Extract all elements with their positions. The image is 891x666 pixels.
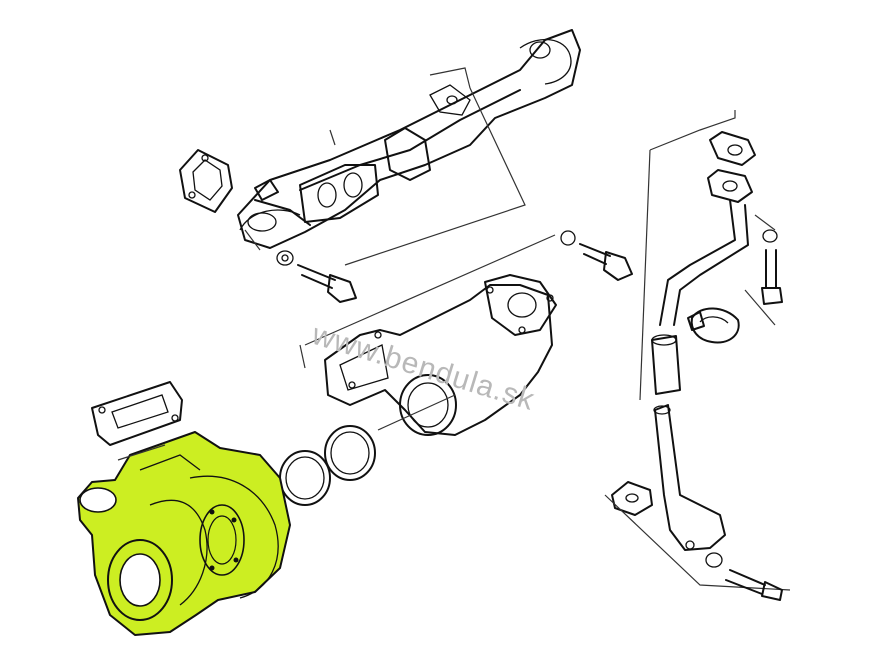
pipe-clamp bbox=[687, 307, 740, 344]
turbo-gasket bbox=[91, 381, 183, 446]
reference-lines-middle bbox=[299, 234, 556, 431]
pipe-bolt bbox=[705, 229, 783, 601]
oil-pipe bbox=[611, 131, 756, 551]
exhaust-manifold bbox=[237, 29, 581, 249]
reference-lines-right bbox=[604, 110, 791, 591]
manifold-gasket bbox=[179, 149, 233, 213]
elbow-bolt bbox=[560, 230, 633, 281]
sealing-ring bbox=[279, 425, 376, 506]
turbocharger bbox=[77, 431, 291, 636]
manifold-bolt bbox=[276, 250, 357, 303]
exhaust-elbow bbox=[324, 274, 557, 436]
reference-lines-top bbox=[244, 67, 526, 266]
